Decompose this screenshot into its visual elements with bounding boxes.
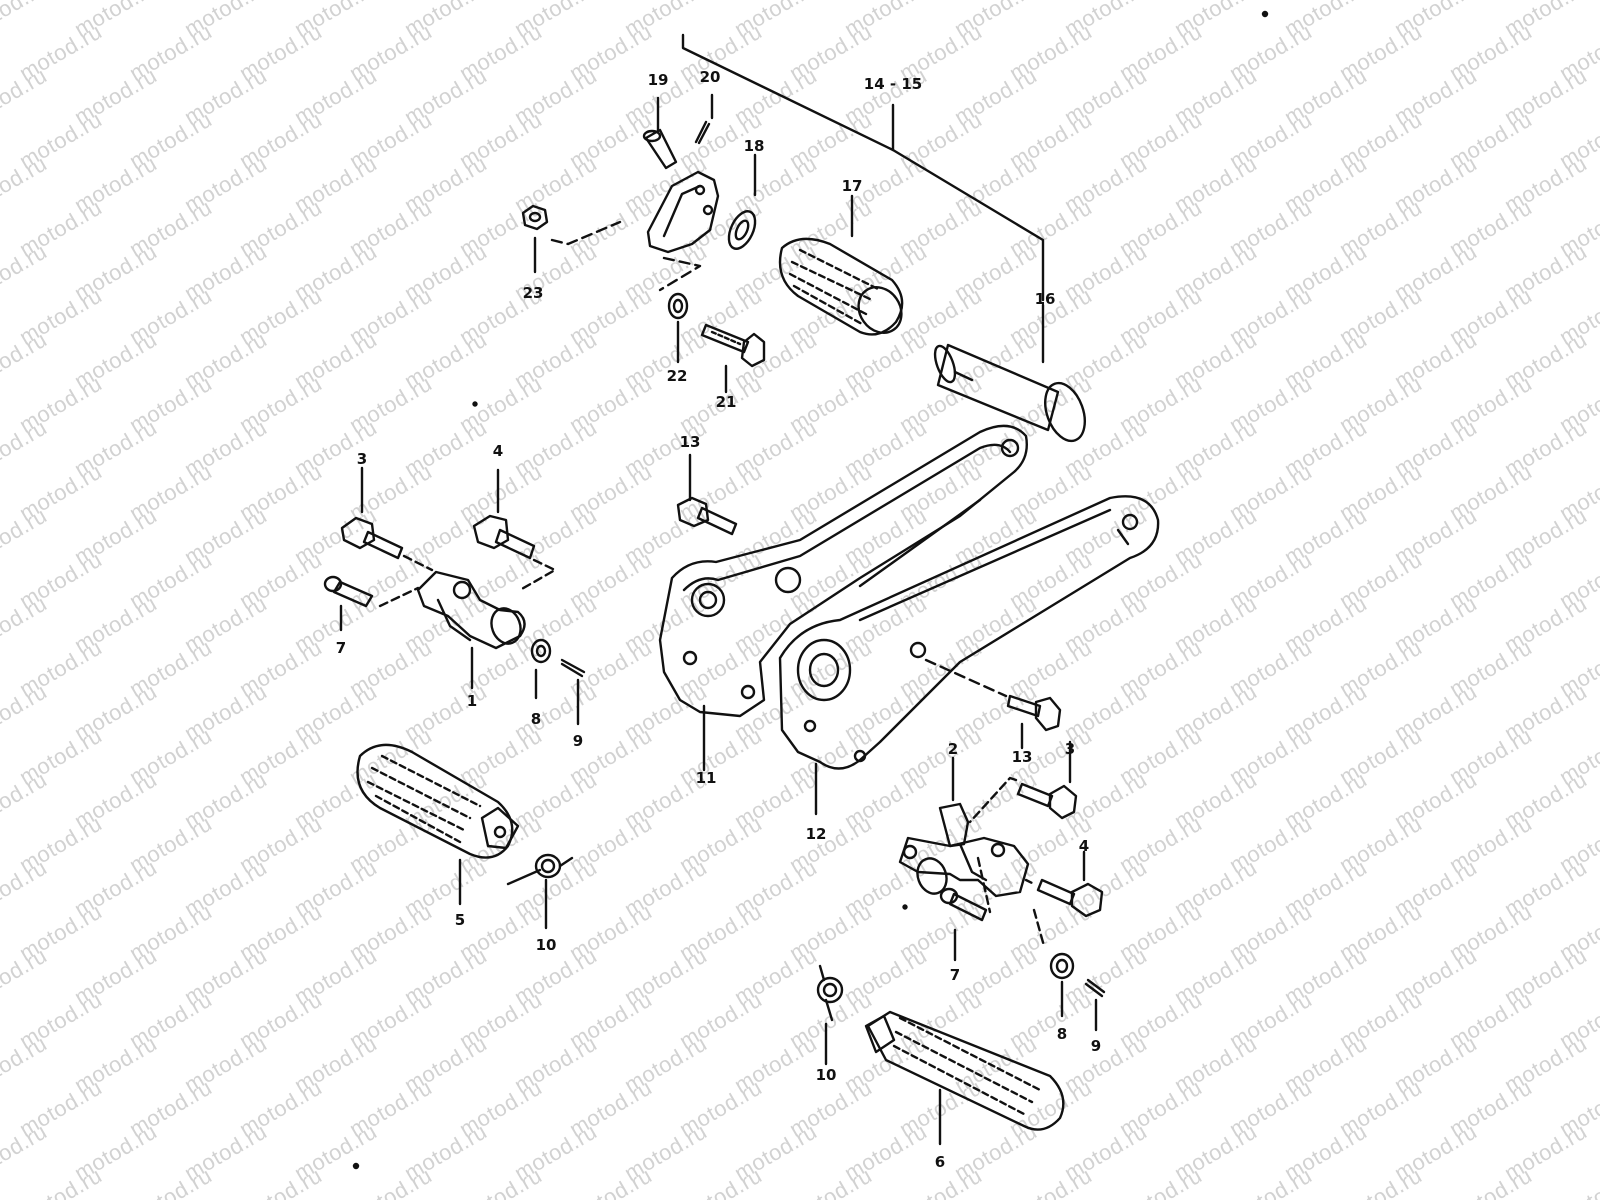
bolt-4-left	[472, 468, 557, 592]
callout-5: 5	[454, 911, 466, 929]
clevis-pin-7-left	[323, 575, 420, 632]
callout-9-left: 9	[572, 732, 584, 750]
callout-17: 17	[841, 177, 863, 195]
callout-10-right: 10	[815, 1066, 837, 1084]
washer-18	[727, 153, 757, 250]
callout-4-left: 4	[492, 442, 504, 460]
callout-13-upper: 13	[679, 433, 701, 451]
callout-21: 21	[715, 393, 737, 411]
cotter-pin-20	[694, 93, 714, 145]
callout-18: 18	[743, 137, 765, 155]
callout-8-right: 8	[1056, 1025, 1068, 1043]
stray-dot	[1261, 10, 1269, 18]
spring-10-right	[816, 964, 844, 1066]
footrest-holder-upper	[646, 170, 720, 292]
callout-20: 20	[699, 68, 721, 86]
cotter-pin-9-left	[560, 658, 586, 726]
spring-10-left	[506, 853, 574, 930]
callout-6: 6	[934, 1153, 946, 1171]
footrest-holder-1	[416, 570, 526, 690]
callout-7-right: 7	[949, 966, 961, 984]
bolt-3-left	[340, 466, 434, 572]
callout-22: 22	[666, 367, 688, 385]
cotter-pin-9-right	[1084, 978, 1106, 1032]
washer-22	[667, 292, 689, 364]
callout-14-15: 14 - 15	[863, 75, 923, 93]
callout-3-right: 3	[1064, 740, 1076, 758]
stray-dot	[352, 1162, 360, 1170]
bolt-3-right	[968, 740, 1078, 824]
footrest-bracket-12	[778, 495, 1160, 816]
callout-11: 11	[695, 769, 717, 787]
callout-2: 2	[947, 740, 959, 758]
callout-16: 16	[1034, 290, 1056, 308]
callout-19: 19	[647, 71, 669, 89]
footpeg-rubber-5	[356, 743, 520, 906]
bolt-13-lower	[1006, 694, 1062, 750]
clevis-pin-7-right	[939, 887, 988, 962]
callout-9-right: 9	[1090, 1037, 1102, 1055]
footrest-holder-2	[898, 756, 1030, 914]
callout-12: 12	[805, 825, 827, 843]
footrest-bracket-11	[658, 424, 1028, 772]
callout-13-lower: 13	[1011, 748, 1033, 766]
callout-1: 1	[466, 692, 478, 710]
washer-8-right	[1049, 952, 1075, 1018]
footpeg-rubber-6	[864, 1010, 1065, 1146]
footpeg-rubber-17	[778, 194, 904, 336]
stray-dot	[472, 401, 478, 407]
clevis-pin-19	[642, 96, 678, 170]
callout-3-left: 3	[356, 450, 368, 468]
callout-23: 23	[522, 284, 544, 302]
bolt-4-right	[1024, 850, 1104, 948]
washer-8-left	[530, 638, 552, 700]
stray-dot	[902, 904, 908, 910]
callout-10-left: 10	[535, 936, 557, 954]
bolt-13-upper	[676, 453, 738, 536]
callout-4-right: 4	[1078, 837, 1090, 855]
assembly-bracket-14-15	[681, 33, 1045, 302]
callout-7-left: 7	[335, 639, 347, 657]
pivot-pin-16	[933, 303, 1086, 443]
bolt-21	[700, 323, 766, 394]
nut-23	[521, 204, 622, 274]
callout-8-left: 8	[530, 710, 542, 728]
